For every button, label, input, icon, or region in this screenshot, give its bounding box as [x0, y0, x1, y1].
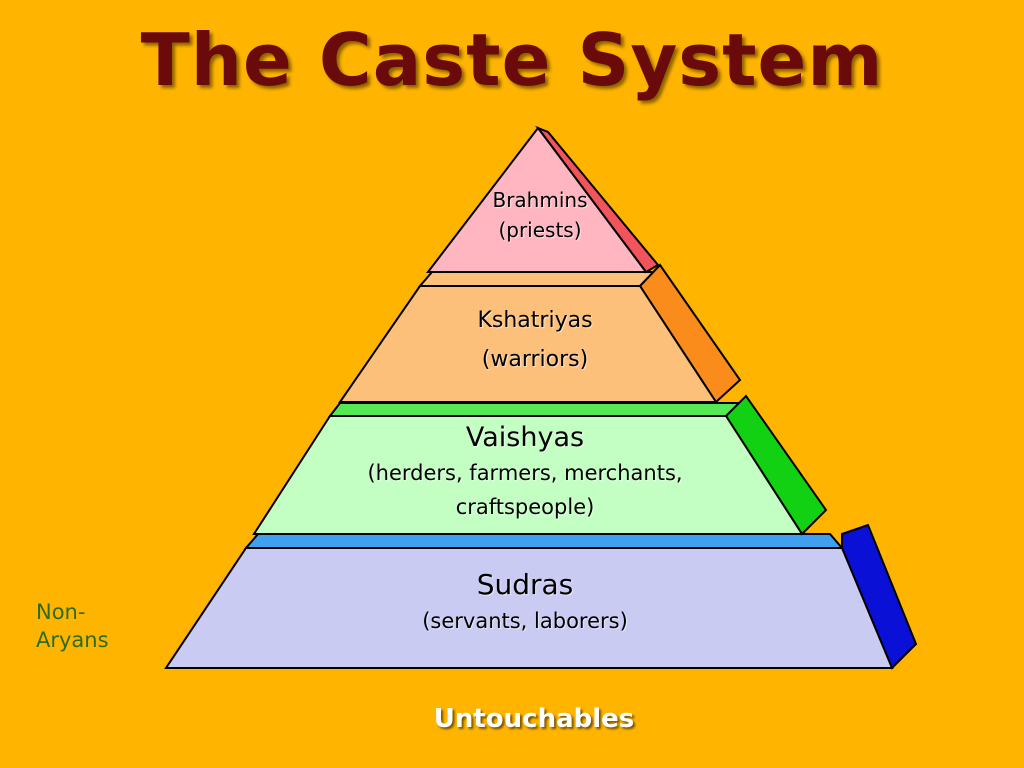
- tier-kshatriyas: Kshatriyas (warriors): [380, 308, 690, 372]
- tier-vaishyas-description-line1: (herders, farmers, merchants,: [367, 461, 683, 485]
- tier-vaishyas: Vaishyas (herders, farmers, merchants, c…: [300, 422, 750, 521]
- non-aryans-label: Non- Aryans: [36, 598, 146, 654]
- non-aryans-line2: Aryans: [36, 628, 109, 652]
- untouchables-label: Untouchables: [433, 704, 635, 734]
- vaishyas-top-ledge: [327, 402, 750, 417]
- kshatriyas-top-ledge: [417, 271, 657, 287]
- tier-brahmins-name: Brahmins: [492, 188, 588, 212]
- tier-sudras-description: (servants, laborers): [422, 609, 628, 633]
- tier-vaishyas-description-line2: craftspeople): [455, 495, 595, 519]
- tier-sudras-name: Sudras: [476, 568, 574, 601]
- tier-sudras: Sudras (servants, laborers): [300, 568, 750, 633]
- sudras-front-face: [164, 547, 894, 669]
- brahmins-front-face: [425, 126, 648, 273]
- kshatriyas-front-face: [338, 285, 718, 403]
- vaishyas-front-face: [252, 415, 804, 535]
- tier-kshatriyas-name: Kshatriyas: [477, 308, 593, 333]
- tier-brahmins: Brahmins (priests): [440, 188, 640, 242]
- slide-title: The Caste System: [140, 18, 884, 102]
- sudras-side-face: [841, 523, 918, 670]
- non-aryans-line1: Non-: [36, 600, 86, 624]
- tier-kshatriyas-description: (warriors): [481, 347, 589, 372]
- tier-brahmins-description: (priests): [498, 218, 582, 242]
- sudras-top-ledge: [243, 533, 845, 549]
- tier-vaishyas-name: Vaishyas: [465, 422, 585, 453]
